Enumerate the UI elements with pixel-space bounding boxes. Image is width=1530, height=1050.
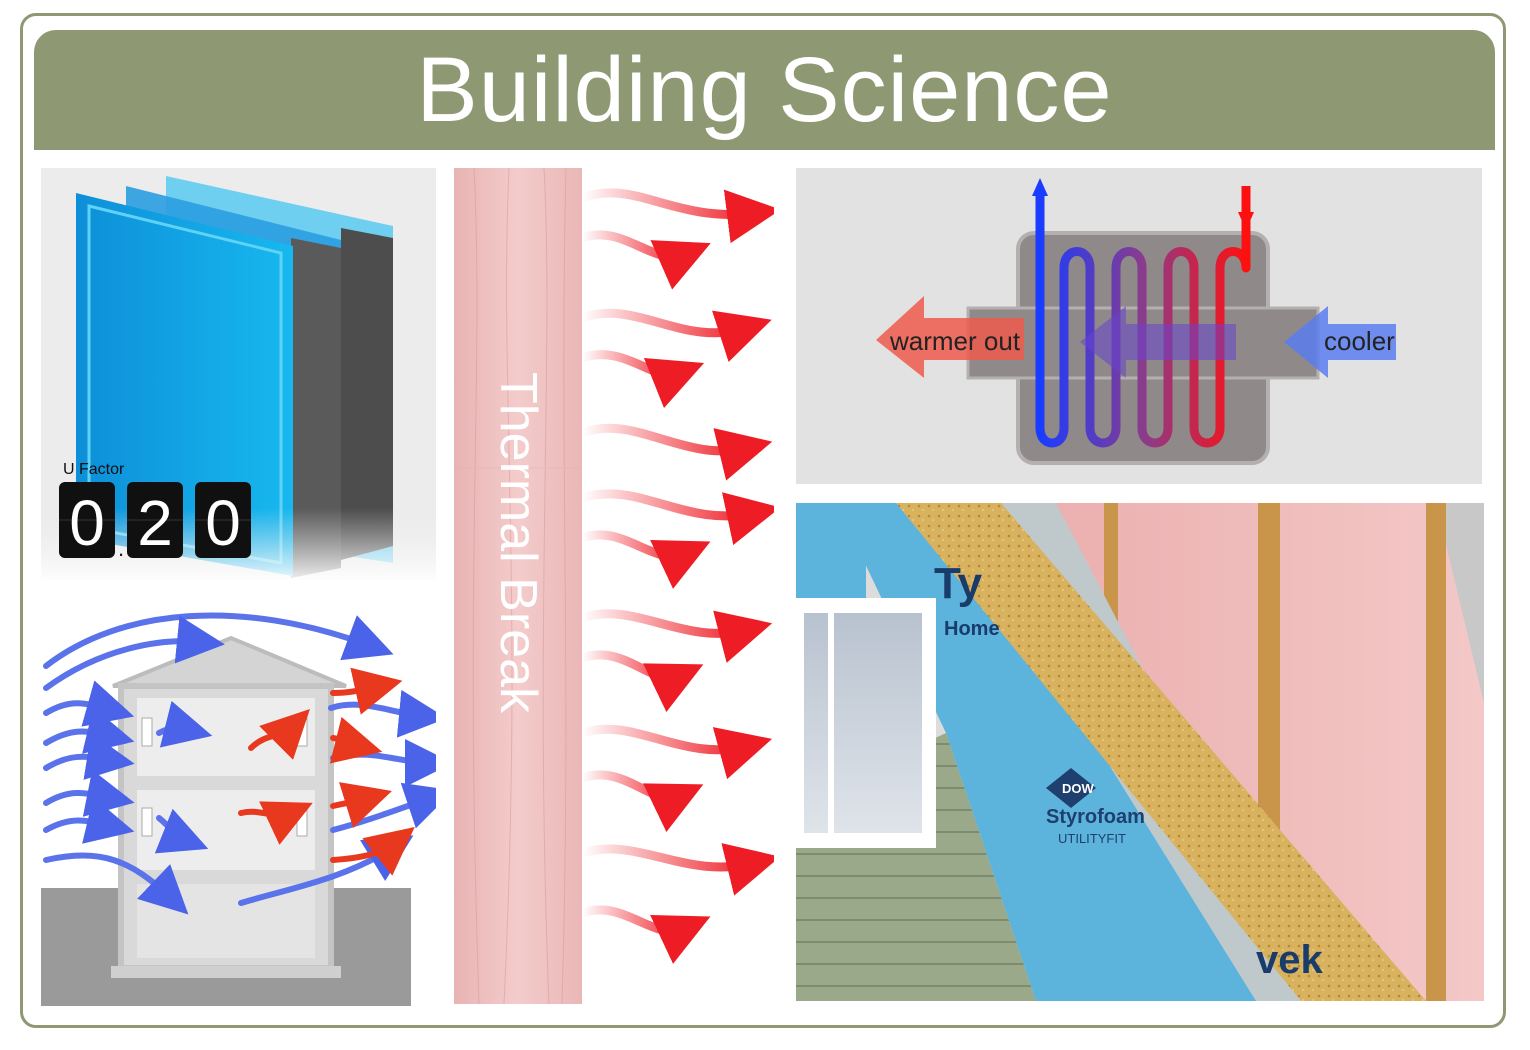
u-factor-label: U Factor (63, 461, 125, 478)
u-factor-counter: 0 2 0 . (59, 482, 251, 561)
title-banner: Building Science (34, 30, 1495, 150)
thermal-break-label: Thermal Break (489, 372, 547, 713)
u-factor-digit-3: 0 (205, 487, 241, 559)
wrap-brand-1: Ty (934, 559, 983, 608)
wall-assembly-panel: Ty Home Styrofoam UTILITYFIT DOW vek (796, 503, 1484, 1001)
u-factor-digit-1: 0 (69, 487, 105, 559)
page-title: Building Science (416, 38, 1113, 141)
u-factor-decimal: . (118, 536, 124, 561)
foam-brand: Styrofoam (1046, 806, 1145, 828)
house-airflow-illustration (41, 612, 436, 1006)
warmer-out-label: warmer out (889, 326, 1021, 356)
heat-exchanger-illustration: warmer out cooler (876, 178, 1396, 465)
window-u-factor-panel: U Factor 0 2 0 . (41, 168, 436, 580)
window-illustration: U Factor 0 2 0 . (41, 176, 436, 580)
u-factor-digit-2: 2 (137, 487, 173, 559)
wrap-brand-2: Home (944, 618, 1000, 640)
thermal-break-panel (454, 168, 774, 1004)
dow-logo-text: DOW (1062, 781, 1095, 796)
thermal-break-illustration (454, 168, 774, 1004)
house-airflow-panel (41, 598, 436, 1006)
heat-exchanger-panel: warmer out cooler (796, 168, 1482, 484)
dow-logo: DOW (1046, 768, 1096, 808)
wrap-partial-text: vek (1256, 938, 1323, 982)
cooler-label: cooler (1324, 326, 1395, 356)
foam-product: UTILITYFIT (1058, 831, 1126, 846)
wall-assembly-illustration: Ty Home Styrofoam UTILITYFIT DOW vek (796, 503, 1484, 1001)
